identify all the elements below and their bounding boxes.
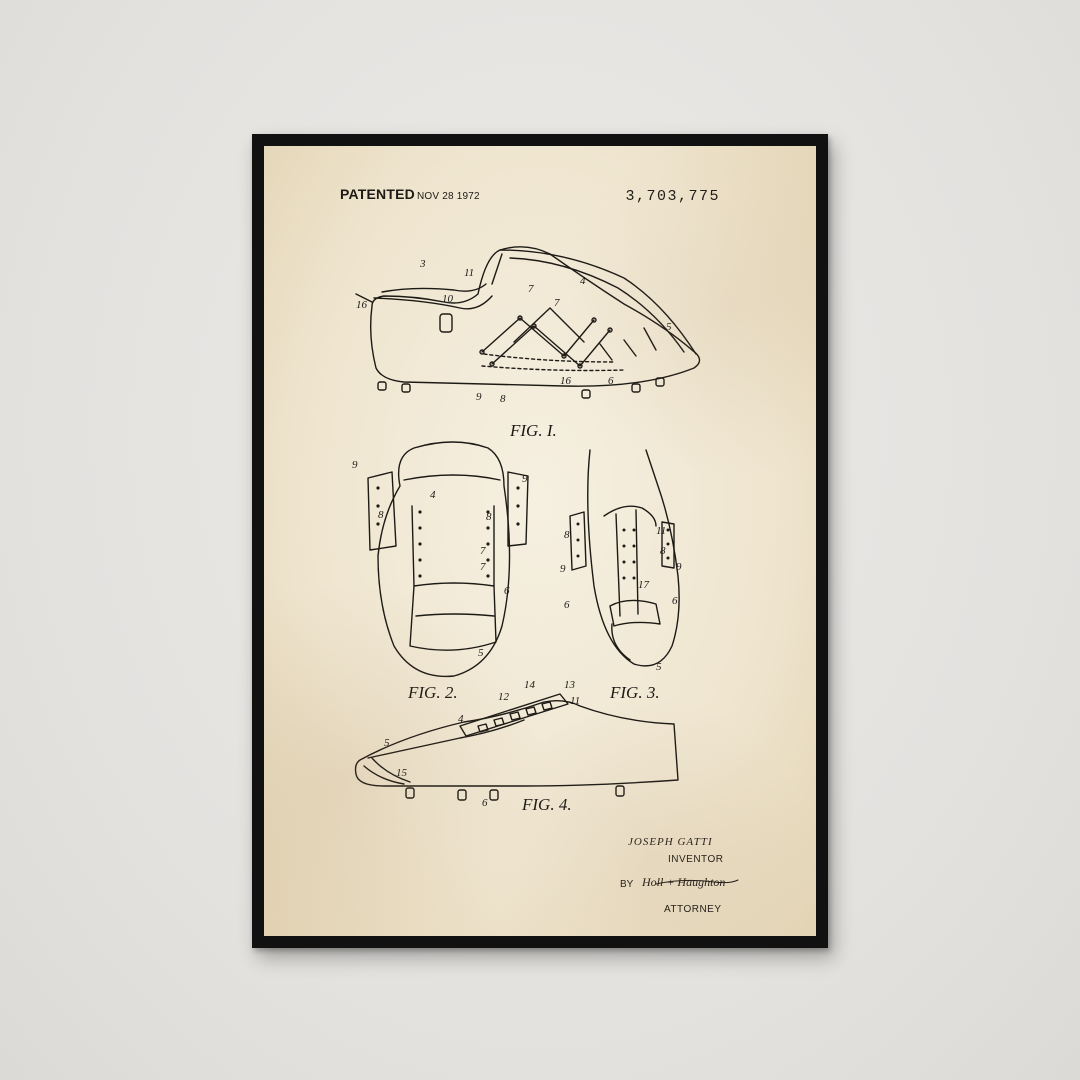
inventor-name: JOSEPH GATTI — [628, 836, 713, 848]
ref-number: 6 — [608, 375, 614, 387]
ref-number: 15 — [396, 767, 408, 779]
ref-number: 6 — [504, 585, 510, 597]
fig1-buckle — [439, 313, 453, 333]
ref-number: 4 — [580, 275, 586, 287]
fig3-eyelets — [576, 522, 670, 580]
ref-number: 8 — [500, 393, 506, 405]
ref-number: 8 — [486, 511, 492, 523]
patent-drawings: 3 11 16 10 7 7 4 5 9 8 16 6 FIG. I. — [352, 246, 739, 885]
fig1-ref-numbers: 3 11 16 10 7 7 4 5 9 8 16 6 — [356, 258, 672, 405]
ref-number: 8 — [378, 509, 384, 521]
ref-number: 14 — [524, 679, 536, 691]
ref-number: 5 — [384, 737, 390, 749]
patented-label: PATENTED — [340, 186, 415, 202]
ref-number: 8 — [564, 529, 570, 541]
ref-number: 6 — [482, 797, 488, 809]
ref-number: 5 — [656, 661, 662, 673]
ref-number: 16 — [560, 375, 572, 387]
ref-number: 6 — [672, 595, 678, 607]
ref-number: 5 — [666, 321, 672, 333]
fig2-drawing — [367, 441, 529, 678]
fig3-drawing — [569, 449, 680, 667]
ref-number: 9 — [522, 473, 528, 485]
ref-number: 11 — [656, 525, 666, 537]
attorney-label: ATTORNEY — [664, 904, 722, 915]
ref-number: 9 — [560, 563, 566, 575]
fig3-ref-numbers: 11 8 8 9 9 17 6 6 5 — [560, 525, 682, 673]
ref-number: 11 — [464, 267, 474, 279]
fig1-studs — [377, 377, 665, 399]
fig1-drawing — [355, 246, 701, 399]
ref-number: 17 — [638, 579, 650, 591]
ref-number: 4 — [430, 489, 436, 501]
ref-number: 5 — [478, 647, 484, 659]
ref-number: 7 — [528, 283, 534, 295]
patent-date: NOV 28 1972 — [416, 191, 480, 202]
attorney-signature: Holl + Haughton — [642, 875, 726, 889]
fig2-eyelets — [376, 486, 520, 578]
fig4-studs — [405, 785, 625, 801]
fig1-laces — [479, 307, 613, 369]
fig4-label: FIG. 4. — [521, 795, 572, 814]
attorney-signature-flourish — [655, 879, 739, 885]
fig2-ref-numbers: 9 4 9 8 8 7 7 6 5 — [352, 459, 528, 659]
ref-number: 7 — [480, 561, 486, 573]
ref-number: 7 — [480, 545, 486, 557]
ref-number: 9 — [476, 391, 482, 403]
fig4-drawing — [354, 693, 679, 801]
fig3-label: FIG. 3. — [609, 683, 660, 702]
ref-number: 7 — [554, 297, 560, 309]
ref-number: 16 — [356, 299, 368, 311]
ref-number: 13 — [564, 679, 576, 691]
inventor-label: INVENTOR — [668, 854, 724, 865]
fig2-label: FIG. 2. — [407, 683, 458, 702]
ref-number: 9 — [352, 459, 358, 471]
ref-number: 4 — [458, 713, 464, 725]
fig1-label: FIG. I. — [509, 421, 557, 440]
ref-number: 3 — [419, 258, 426, 270]
ref-number: 12 — [498, 691, 510, 703]
patent-number: 3,703,775 — [625, 188, 720, 205]
ref-number: 9 — [676, 561, 682, 573]
ref-number: 6 — [564, 599, 570, 611]
ref-number: 11 — [570, 695, 580, 707]
ref-number: 8 — [660, 545, 666, 557]
by-label: BY — [620, 879, 634, 890]
fig4-ref-numbers: 14 13 12 11 4 5 15 6 — [384, 679, 580, 809]
ref-number: 10 — [442, 293, 454, 305]
